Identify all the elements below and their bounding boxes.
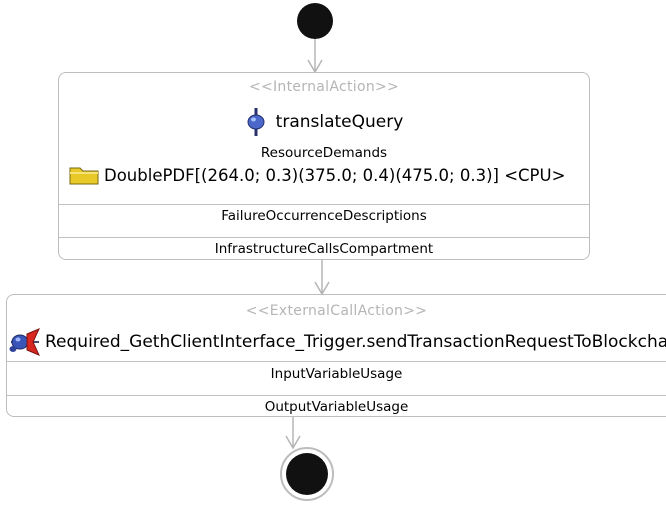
internal-action-header: translateQuery	[59, 107, 589, 137]
failure-occurrence-title: FailureOccurrenceDescriptions	[221, 208, 427, 224]
divider-input	[7, 361, 666, 362]
external-call-header: Required_GethClientInterface_Trigger.sen…	[9, 328, 666, 356]
infrastructure-calls-title: InfrastructureCallsCompartment	[214, 241, 434, 257]
divider-failure	[59, 204, 589, 205]
resource-demand-text: DoublePDF[(264.0; 0.3)(375.0; 0.4)(475.0…	[104, 165, 566, 185]
external-call-stereotype: <<ExternalCallAction>>	[245, 303, 428, 319]
resource-folder-icon	[69, 167, 99, 185]
external-call-icon	[9, 328, 40, 356]
flow-edge-external-to-stop[interactable]	[285, 417, 301, 450]
internal-action-stereotype: <<InternalAction>>	[248, 79, 400, 95]
internal-action-node[interactable]: <<InternalAction>> translateQuery Resour…	[58, 72, 590, 260]
input-variable-usage-title: InputVariableUsage	[270, 366, 403, 382]
output-variable-usage-title: OutputVariableUsage	[264, 399, 409, 415]
stop-node-icon[interactable]	[280, 447, 334, 501]
start-node-icon[interactable]	[297, 3, 333, 39]
flow-edge-start-to-internal[interactable]	[307, 39, 323, 74]
resource-demand-item[interactable]: DoublePDF[(264.0; 0.3)(375.0; 0.4)(475.0…	[69, 165, 565, 185]
divider-infrastructure	[59, 237, 589, 238]
external-call-name: Required_GethClientInterface_Trigger.sen…	[45, 332, 666, 352]
external-call-action-node[interactable]: <<ExternalCallAction>> Required_GethClie…	[6, 294, 666, 417]
flow-edge-internal-to-external[interactable]	[314, 260, 330, 296]
internal-action-name: translateQuery	[275, 112, 404, 132]
resource-demands-title: ResourceDemands	[260, 145, 388, 161]
divider-output	[7, 395, 666, 396]
internal-action-icon	[247, 108, 265, 136]
